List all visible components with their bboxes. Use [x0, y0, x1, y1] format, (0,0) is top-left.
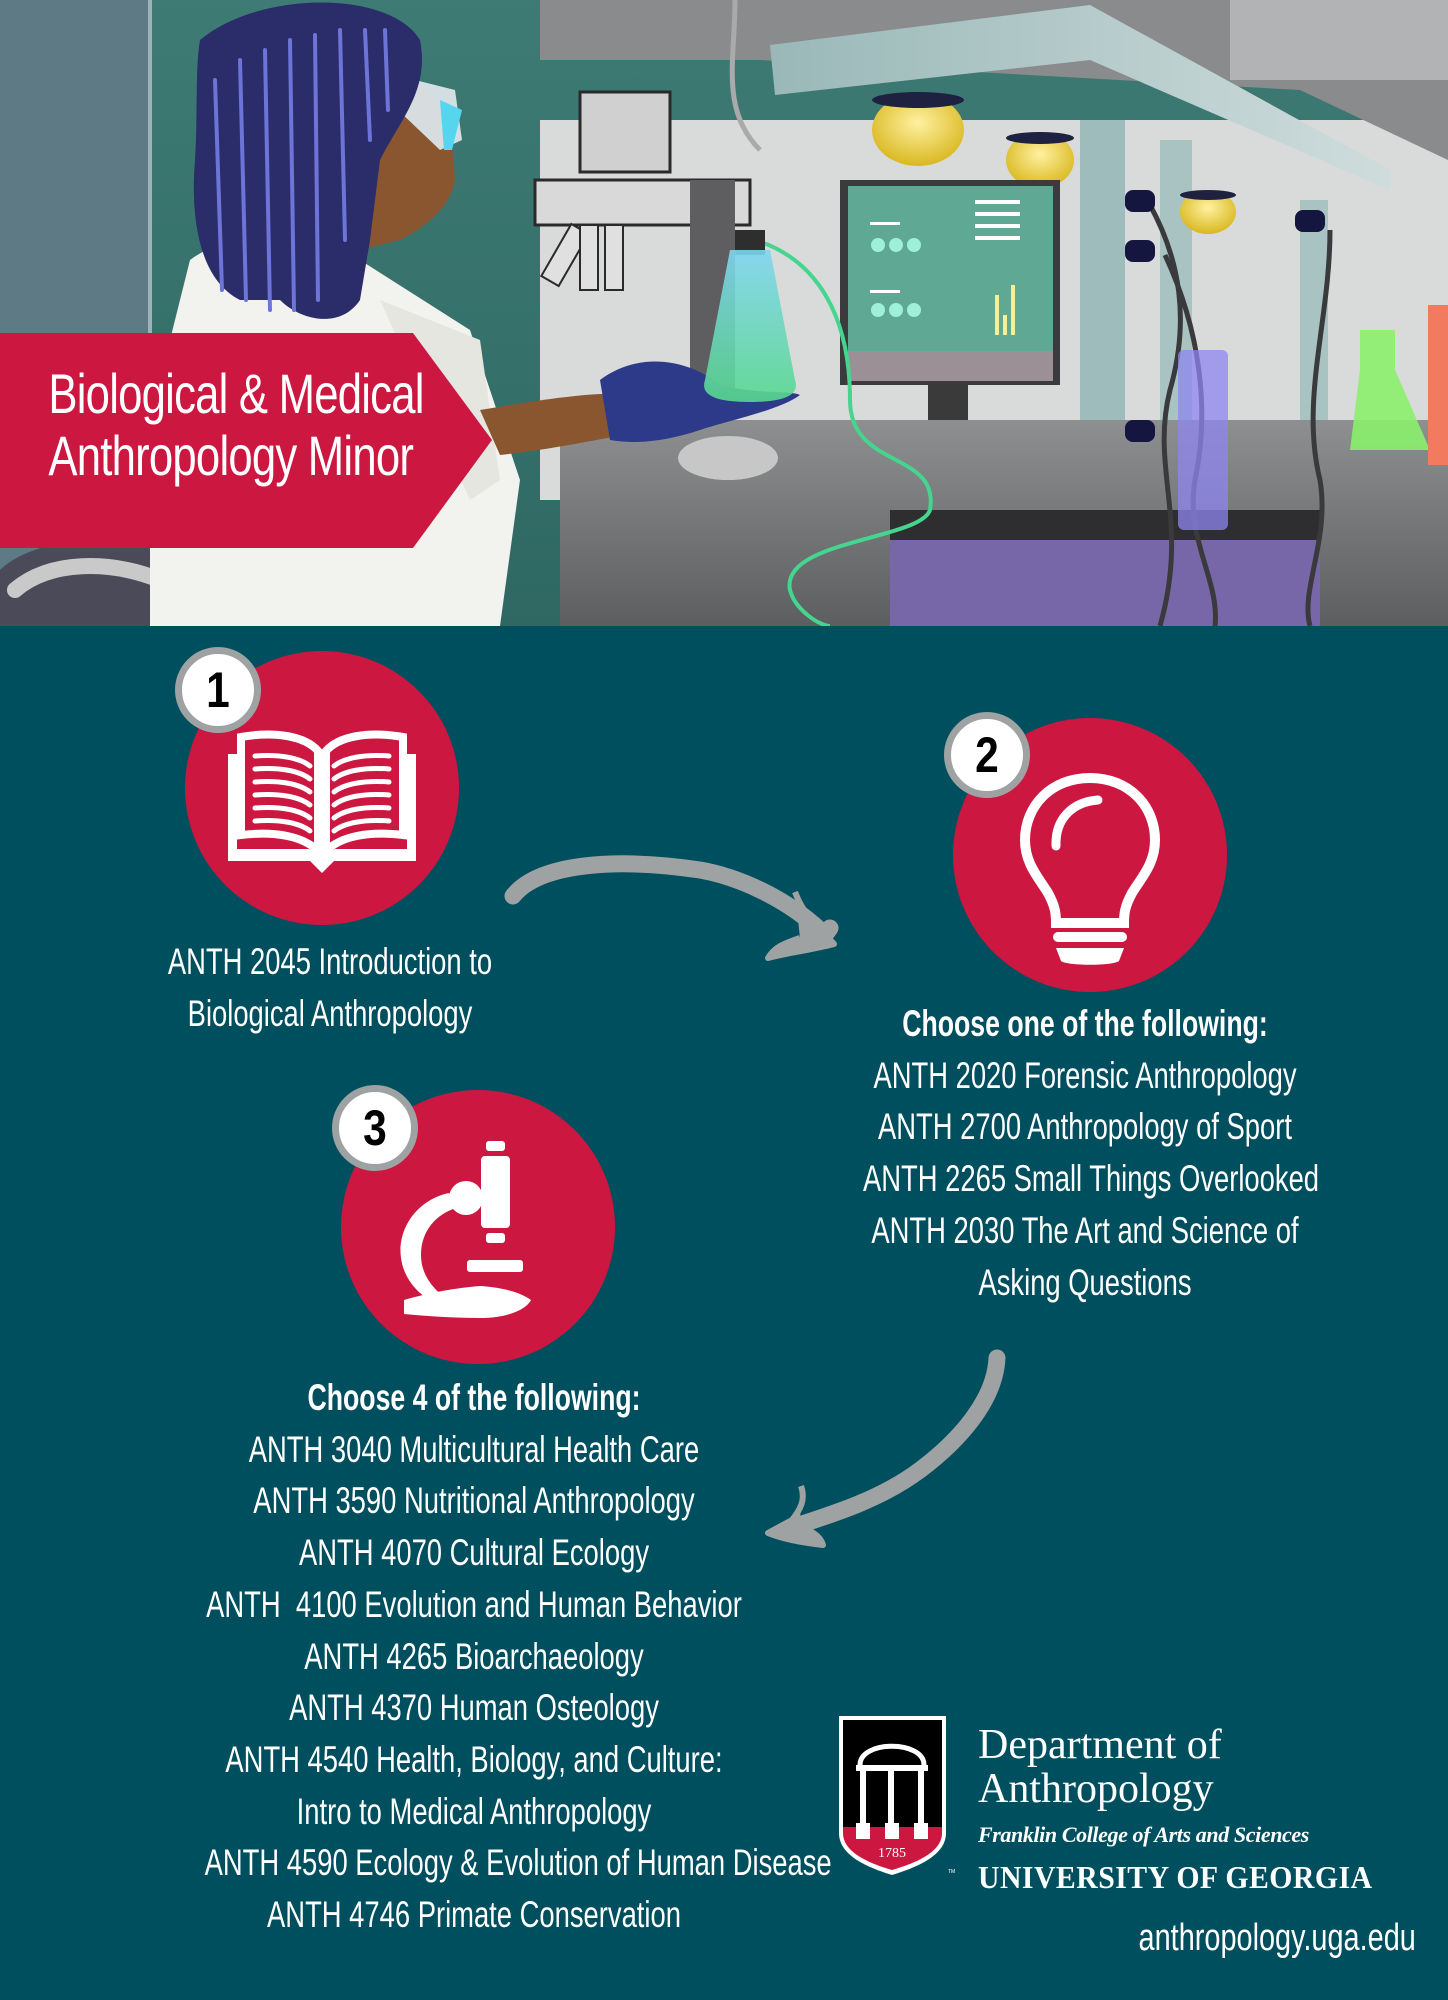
step-2-course-line: ANTH 2030 The Art and Science of [871, 1209, 1299, 1251]
department-name-line-1: Department of [978, 1722, 1222, 1768]
lab-scene-illustration [0, 0, 1448, 626]
step-2-heading: Choose one of the following: [902, 1003, 1268, 1044]
website-link[interactable]: anthropology.uga.edu [1051, 1916, 1416, 1960]
logo-year: 1785 [878, 1846, 906, 1861]
step-2-text: Choose one of the following: ANTH 2020 F… [785, 998, 1385, 1308]
step-1-course-line: ANTH 2045 Introduction to [167, 941, 493, 982]
banner-arrow-shape [0, 333, 492, 548]
step-3-course-line: Intro to Medical Anthropology [296, 1790, 652, 1832]
college-name: Franklin College of Arts and Sciences [978, 1822, 1309, 1847]
step-1-circle [185, 651, 459, 925]
step-1-number: 1 [206, 662, 230, 718]
step-2-course-line: ANTH 2020 Forensic Anthropology [873, 1054, 1297, 1096]
university-name-text: UNIVERSITY OF GEORGIA [978, 1859, 1373, 1895]
step-3-course-line: ANTH 4370 Human Osteology [289, 1687, 659, 1729]
step-3-text: Choose 4 of the following: ANTH 3040 Mul… [110, 1372, 838, 1941]
step-3-heading: Choose 4 of the following: [307, 1377, 641, 1418]
step-1-course-line: Biological Anthropology [187, 992, 473, 1034]
title-banner: Biological & Medical Anthropology Minor [0, 333, 492, 548]
step-3-course-line: ANTH 4100 Evolution and Human Behavior [206, 1583, 742, 1625]
university-name: UNIVERSITY OF GEORGIA [978, 1860, 1402, 1894]
page-title: Biological & Medical Anthropology Minor [0, 363, 440, 487]
title-line-2: Anthropology Minor [48, 424, 414, 487]
arch-shield-icon: 1785 TM [839, 1716, 955, 1875]
step-3-course-line: ANTH 3040 Multicultural Health Care [248, 1428, 700, 1470]
website-url-text[interactable]: anthropology.uga.edu [1138, 1917, 1416, 1959]
step-2-number: 2 [975, 727, 999, 783]
step-3-number: 3 [363, 1100, 387, 1156]
step-1-number-badge: 1 [175, 647, 261, 733]
step-2-course-line: ANTH 2265 Small Things Overlooked [863, 1158, 1320, 1200]
step-3-course-line: ANTH 4746 Primate Conservation [267, 1894, 681, 1936]
step-2-number-badge: 2 [944, 712, 1030, 798]
step-3-course-line: ANTH 4265 Bioarchaeology [304, 1635, 644, 1677]
department-name-line-2: Anthropology [978, 1766, 1214, 1812]
step-3-course-line: ANTH 3590 Nutritional Anthropology [253, 1480, 695, 1522]
microscope-icon [400, 1141, 531, 1318]
hero-illustration [0, 0, 1448, 626]
open-book-icon [228, 730, 416, 873]
step-3-course-line: ANTH 4540 Health, Biology, and Culture: [225, 1738, 723, 1780]
logo-trademark: TM [948, 1869, 955, 1875]
step-3-course-line: ANTH 4590 Ecology & Evolution of Human D… [204, 1842, 832, 1884]
step-3-course-line: ANTH 4070 Cultural Ecology [298, 1532, 650, 1574]
step-2-course-line: ANTH 2700 Anthropology of Sport [877, 1106, 1292, 1148]
step-3-number-badge: 3 [332, 1085, 418, 1171]
step-2-course-line: Asking Questions [978, 1261, 1192, 1303]
lightbulb-icon [1019, 772, 1161, 965]
uga-arch-shield-logo: 1785 TM [838, 1715, 955, 1875]
step-1-text: ANTH 2045 Introduction to Biological Ant… [60, 936, 600, 1039]
title-line-1: Biological & Medical [48, 362, 424, 425]
